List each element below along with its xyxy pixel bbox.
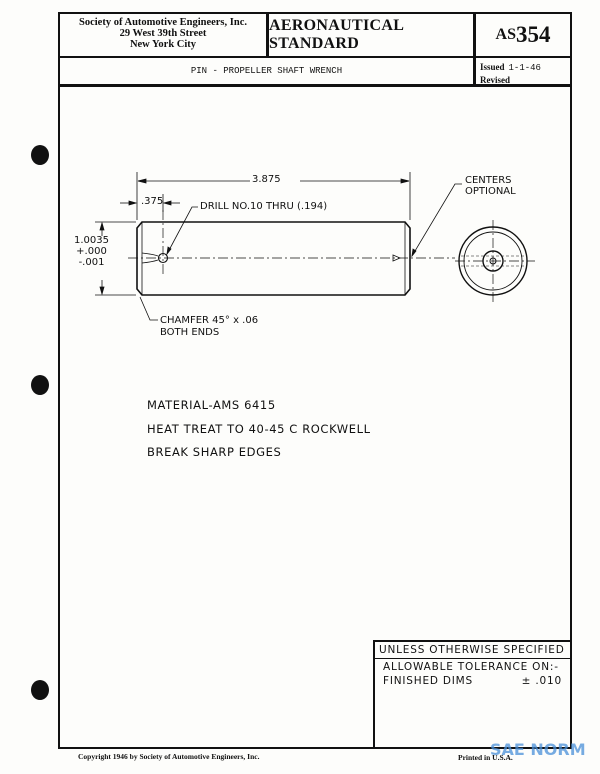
edges-note: BREAK SHARP EDGES [147,445,282,459]
punch-hole [31,145,49,165]
chamfer-note-line: CHAMFER 45° x .06 [160,315,259,326]
title-text: AERONAUTICAL STANDARD [269,17,404,52]
centers-note: CENTERS OPTIONAL [465,175,516,197]
standard-prefix: AS [495,26,516,43]
diameter-plus-tolerance: +.000 [76,246,107,257]
centers-note-line: OPTIONAL [465,186,516,197]
issued-date: 1-1-46 [508,63,541,73]
printed-text: Printed in U.S.A. [458,753,513,762]
org-address: 29 West 39th Street [119,28,207,39]
heat-treat-note: HEAT TREAT TO 40-45 C ROCKWELL [147,422,371,436]
overall-length-dimension: 3.875 [252,174,281,185]
tolerance-block: UNLESS OTHERWISE SPECIFIED ALLOWABLE TOL… [373,640,572,749]
org-name: Society of Automotive Engineers, Inc. [79,17,247,28]
diameter-minus-tolerance: -.001 [78,257,105,268]
part-name-text: PIN - PROPELLER SHAFT WRENCH [190,66,343,76]
issued-label: Issued [480,62,505,72]
punch-hole [31,375,49,395]
diameter-value: 1.0035 [74,235,109,246]
document-title: AERONAUTICAL STANDARD [267,12,475,58]
sae-norm-watermark: SAE NORM [490,740,586,759]
material-note: MATERIAL-AMS 6415 [147,398,276,412]
hole-offset-dimension: .375 [141,196,164,207]
revised-label: Revised [480,75,510,85]
tolerance-line: FINISHED DIMS ± .010 [375,673,570,687]
tolerance-line: ALLOWABLE TOLERANCE ON:- [375,659,570,673]
dimension-lines [95,172,462,321]
finished-dims-label: FINISHED DIMS [383,675,474,687]
diameter-dimension: 1.0035 +.000 -.001 [74,235,109,268]
pin-side-view [136,221,411,296]
chamfer-note-line: BOTH ENDS [160,327,220,338]
centers-note-line: CENTERS [465,175,512,186]
tolerance-line1: ALLOWABLE TOLERANCE ON:- [383,661,559,673]
pin-end-view [458,226,528,296]
drill-hole [157,252,169,264]
punch-hole [31,680,49,700]
drawing-area [58,85,572,749]
standard-number-value: 354 [515,22,551,47]
drill-note: DRILL NO.10 THRU (.194) [200,201,328,212]
org-city: New York City [129,39,197,50]
finished-dims-value: ± .010 [521,675,562,687]
tolerance-heading: UNLESS OTHERWISE SPECIFIED [375,642,570,659]
chamfer-note: CHAMFER 45° x .06 BOTH ENDS [160,315,258,339]
copyright-text: Copyright 1946 by Society of Automotive … [78,752,260,761]
